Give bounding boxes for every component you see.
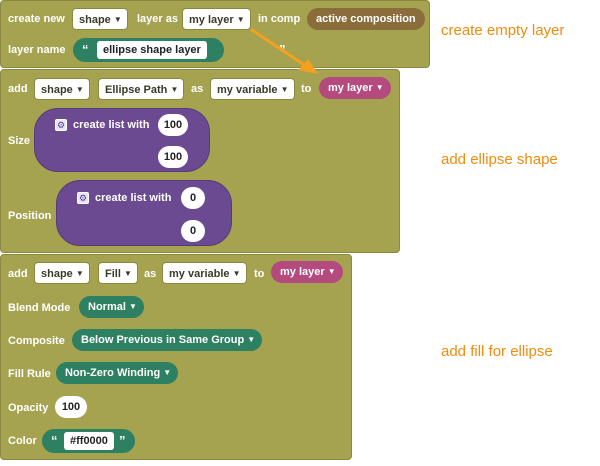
shape-type-value: shape xyxy=(41,268,73,280)
fill-rule-dropdown[interactable]: Non-Zero Winding▼ xyxy=(56,362,179,384)
blend-mode-label: Blend Mode xyxy=(8,302,71,314)
composite-value: Below Previous in Same Group xyxy=(81,334,245,346)
composite-dropdown[interactable]: Below Previous in Same Group▼ xyxy=(72,329,263,351)
quote-open-icon: “ xyxy=(51,433,58,448)
fill-rule-label: Fill Rule xyxy=(8,368,51,380)
chevron-down-icon: ▼ xyxy=(128,302,137,311)
property-dropdown[interactable]: Fill▼ xyxy=(98,262,138,284)
target-layer-block[interactable]: my layer▼ xyxy=(271,261,343,283)
color-string[interactable]: “ #ff0000 ” xyxy=(42,429,135,453)
variable-value: my variable xyxy=(217,84,278,96)
shape-type-dropdown[interactable]: shape▼ xyxy=(34,262,90,284)
to-label: to xyxy=(301,83,312,95)
color-label: Color xyxy=(8,435,37,447)
layer-type-value: shape xyxy=(79,14,111,26)
chevron-down-icon: ▼ xyxy=(280,85,289,94)
layer-name-label: layer name xyxy=(8,44,66,56)
quote-open-icon: “ xyxy=(82,42,89,57)
add-label: add xyxy=(8,83,28,95)
active-composition-value: active composition xyxy=(316,13,416,25)
quote-close-icon: ” xyxy=(279,42,286,57)
composite-label: Composite xyxy=(8,335,65,347)
layer-as-label: layer as xyxy=(137,13,178,25)
layer-type-dropdown[interactable]: shape▼ xyxy=(72,8,128,30)
chevron-down-icon: ▼ xyxy=(75,85,84,94)
size-x-field[interactable]: 100 xyxy=(158,114,188,136)
blend-mode-value: Normal xyxy=(88,301,126,313)
variable-dropdown[interactable]: my variable▼ xyxy=(210,78,295,100)
size-list-label: create list with xyxy=(73,119,150,131)
as-label: as xyxy=(191,83,204,95)
add-label: add xyxy=(8,268,28,280)
chevron-down-icon: ▼ xyxy=(123,269,132,278)
size-y-field[interactable]: 100 xyxy=(158,146,188,168)
annotation-add-fill: add fill for ellipse xyxy=(441,343,553,360)
add-ellipse-block[interactable]: add shape▼ Ellipse Path▼ as my variable▼… xyxy=(0,69,400,253)
layer-name-field[interactable]: ellipse shape layer xyxy=(97,41,207,59)
position-label: Position xyxy=(8,210,52,222)
create-new-label: create new xyxy=(8,13,65,25)
target-layer-value: my layer xyxy=(280,266,325,278)
chevron-down-icon: ▼ xyxy=(247,335,256,344)
variable-dropdown[interactable]: my variable▼ xyxy=(162,262,247,284)
as-label: as xyxy=(144,268,157,280)
gear-icon[interactable]: ⚙ xyxy=(55,119,67,131)
variable-value: my variable xyxy=(169,268,230,280)
position-list-label: create list with xyxy=(95,192,172,204)
color-field[interactable]: #ff0000 xyxy=(64,432,114,450)
to-label: to xyxy=(254,268,265,280)
create-layer-block[interactable]: create new shape▼ layer as my layer▼ in … xyxy=(0,0,430,68)
add-fill-block[interactable]: add shape▼ Fill▼ as my variable▼ to my l… xyxy=(0,254,352,460)
target-layer-value: my layer xyxy=(328,82,373,94)
target-layer-block[interactable]: my layer▼ xyxy=(319,77,391,99)
shape-type-dropdown[interactable]: shape▼ xyxy=(34,78,90,100)
quote-close-icon: ” xyxy=(119,433,126,448)
annotation-add-ellipse: add ellipse shape xyxy=(441,151,558,168)
in-comp-label: in comp xyxy=(258,13,301,25)
position-y-field[interactable]: 0 xyxy=(181,220,205,242)
property-value: Fill xyxy=(105,268,121,280)
layer-name-string[interactable]: “ ellipse shape layer ” xyxy=(73,38,286,62)
fill-rule-value: Non-Zero Winding xyxy=(65,367,161,379)
chevron-down-icon: ▼ xyxy=(232,269,241,278)
blend-mode-dropdown[interactable]: Normal▼ xyxy=(79,296,144,318)
chevron-down-icon: ▼ xyxy=(327,267,336,276)
size-list-block[interactable]: ⚙ create list with 100 100 xyxy=(34,108,210,172)
chevron-down-icon: ▼ xyxy=(163,368,172,377)
opacity-label: Opacity xyxy=(8,402,49,414)
chevron-down-icon: ▼ xyxy=(113,15,122,24)
annotation-create-empty: create empty layer xyxy=(441,22,565,39)
chevron-down-icon: ▼ xyxy=(236,15,245,24)
position-list-block[interactable]: ⚙ create list with 0 0 xyxy=(56,180,232,246)
size-label: Size xyxy=(8,135,31,147)
layer-variable-value: my layer xyxy=(189,14,234,26)
opacity-field[interactable]: 100 xyxy=(55,396,87,418)
position-x-field[interactable]: 0 xyxy=(181,187,205,209)
gear-icon[interactable]: ⚙ xyxy=(77,192,89,204)
chevron-down-icon: ▼ xyxy=(75,269,84,278)
property-dropdown[interactable]: Ellipse Path▼ xyxy=(98,78,185,100)
chevron-down-icon: ▼ xyxy=(375,83,384,92)
layer-variable-dropdown[interactable]: my layer▼ xyxy=(182,8,251,30)
property-value: Ellipse Path xyxy=(105,84,168,96)
chevron-down-icon: ▼ xyxy=(170,85,179,94)
active-composition-block[interactable]: active composition xyxy=(307,8,425,30)
shape-type-value: shape xyxy=(41,84,73,96)
